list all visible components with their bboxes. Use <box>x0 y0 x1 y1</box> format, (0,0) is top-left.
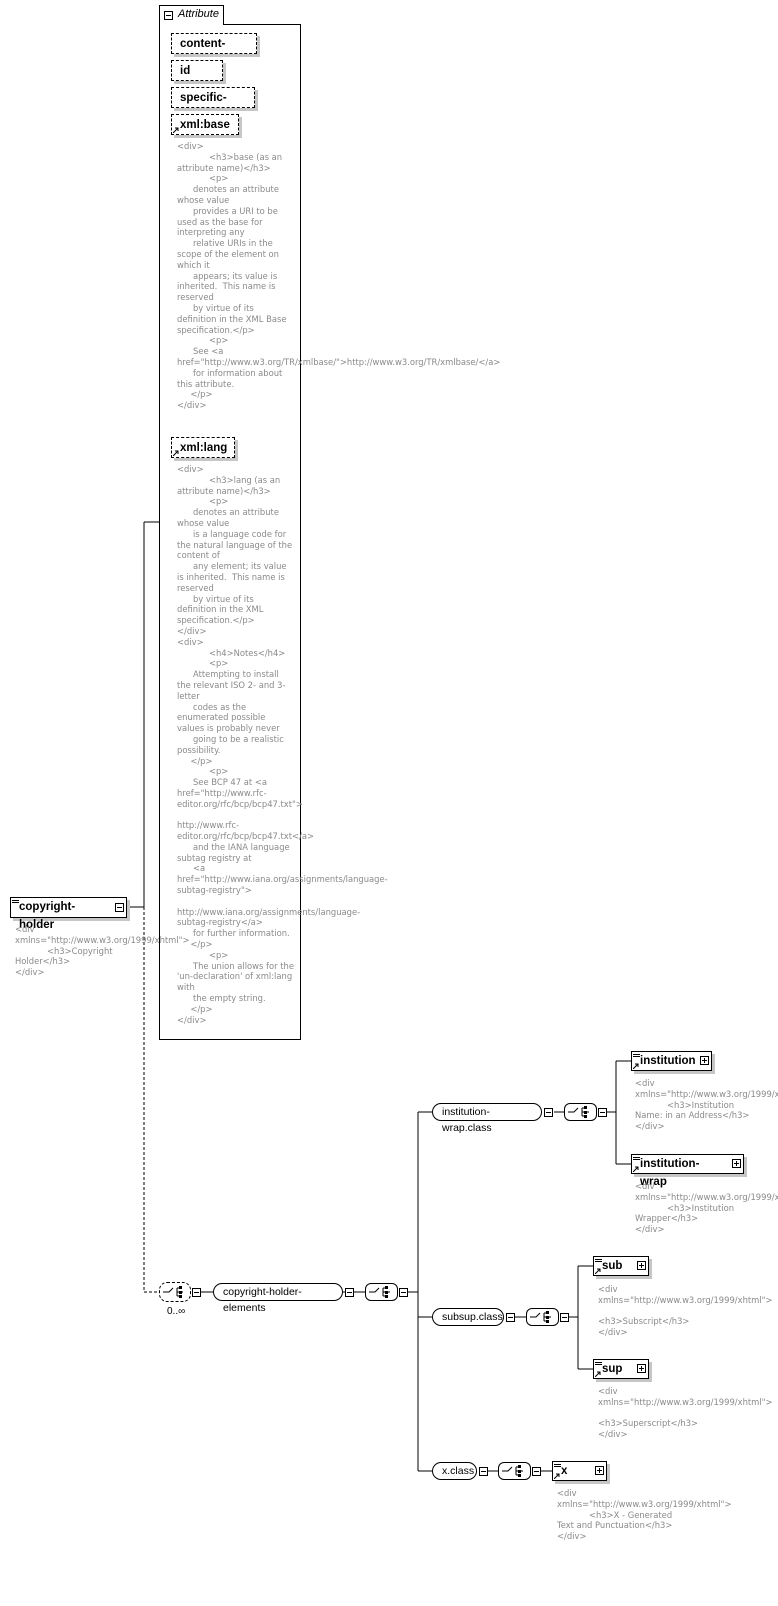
choice-icon <box>530 1311 551 1323</box>
group-x-class[interactable]: x.class <box>432 1462 477 1480</box>
element-documentation: <div xmlns="http://www.w3.org/1999/xhtml… <box>635 1078 778 1132</box>
element-documentation: <div xmlns="http://www.w3.org/1999/xhtml… <box>598 1284 773 1338</box>
element-icon <box>633 1156 640 1162</box>
element-icon <box>595 1258 602 1264</box>
group-institution-wrap-class[interactable]: institution-wrap.class <box>432 1103 542 1134</box>
attribute-documentation: <div> <h3>lang (as an attribute name)</h… <box>177 464 388 1025</box>
choice-compositor[interactable] <box>564 1103 597 1121</box>
element-icon <box>633 1053 640 1059</box>
attribute-label: xml:base <box>180 119 230 131</box>
reference-arrow-icon <box>173 450 179 456</box>
choice-compositor[interactable] <box>159 1282 191 1302</box>
expand-icon[interactable] <box>637 1261 646 1270</box>
attribute-specific-use[interactable]: specific-use <box>171 87 255 125</box>
group-label: x.class <box>442 1465 475 1477</box>
element-label: sup <box>602 1363 623 1375</box>
sequence-compositor[interactable] <box>365 1283 398 1301</box>
collapse-icon[interactable] <box>479 1467 488 1476</box>
group-label: subsup.class <box>442 1311 503 1323</box>
element-sup[interactable]: sup <box>593 1359 649 1379</box>
element-institution[interactable]: institution <box>631 1051 712 1071</box>
reference-arrow-icon <box>633 1063 639 1069</box>
expand-icon[interactable] <box>700 1056 709 1065</box>
reference-arrow-icon <box>554 1473 560 1479</box>
collapse-icon[interactable] <box>544 1108 553 1117</box>
attribute-xml-lang[interactable]: xml:lang <box>171 437 235 458</box>
group-label: copyright-holder-elements <box>223 1286 302 1314</box>
expand-icon[interactable] <box>637 1364 646 1373</box>
choice-compositor[interactable] <box>498 1462 531 1480</box>
element-icon <box>12 899 19 905</box>
element-icon <box>595 1361 602 1367</box>
sequence-icon <box>369 1286 390 1298</box>
choice-compositor[interactable] <box>526 1308 559 1326</box>
element-institution-wrap[interactable]: institution-wrap <box>631 1154 744 1188</box>
attribute-group <box>159 24 301 1040</box>
expand-icon[interactable] <box>732 1159 741 1168</box>
attribute-content-type[interactable]: content-type <box>171 33 257 71</box>
collapse-icon[interactable] <box>598 1108 607 1117</box>
element-documentation: <div xmlns="http://www.w3.org/1999/xhtml… <box>15 924 190 978</box>
reference-arrow-icon <box>595 1268 601 1274</box>
collapse-icon[interactable] <box>164 11 173 20</box>
reference-arrow-icon <box>595 1371 601 1377</box>
root-element[interactable]: copyright-holder <box>10 897 127 931</box>
group-copyright-holder-elements[interactable]: copyright-holder-elements <box>213 1283 343 1314</box>
element-documentation: <div xmlns="http://www.w3.org/1999/xhtml… <box>557 1488 732 1542</box>
collapse-icon[interactable] <box>115 903 124 912</box>
element-x[interactable]: x <box>552 1461 607 1481</box>
attribute-label: xml:lang <box>180 442 228 454</box>
collapse-icon[interactable] <box>192 1288 201 1297</box>
choice-icon <box>163 1286 183 1298</box>
element-label: institution-wrap <box>640 1158 700 1188</box>
attribute-documentation: <div> <h3>base (as an attribute name)</h… <box>177 141 501 411</box>
collapse-icon[interactable] <box>560 1313 569 1322</box>
element-label: copyright-holder <box>19 901 76 931</box>
attribute-xml-base[interactable]: xml:base <box>171 114 239 135</box>
attribute-group-title: Attribute <box>178 8 219 20</box>
element-icon <box>554 1463 561 1469</box>
reference-arrow-icon <box>173 127 179 133</box>
element-documentation: <div xmlns="http://www.w3.org/1999/xhtml… <box>635 1181 778 1235</box>
choice-icon <box>502 1465 523 1477</box>
collapse-icon[interactable] <box>345 1288 354 1297</box>
attribute-id[interactable]: id <box>171 60 223 81</box>
element-label: institution <box>640 1055 696 1067</box>
reference-arrow-icon <box>633 1166 639 1172</box>
attribute-label: id <box>180 65 191 77</box>
collapse-icon[interactable] <box>532 1467 541 1476</box>
element-label: x <box>561 1465 568 1477</box>
cardinality-label: 0..∞ <box>167 1306 186 1317</box>
element-documentation: <div xmlns="http://www.w3.org/1999/xhtml… <box>598 1386 773 1440</box>
element-sub[interactable]: sub <box>593 1256 649 1276</box>
attribute-group-tab: Attribute <box>159 5 224 25</box>
choice-icon <box>568 1106 589 1118</box>
expand-icon[interactable] <box>595 1466 604 1475</box>
group-subsup-class[interactable]: subsup.class <box>432 1308 504 1326</box>
collapse-icon[interactable] <box>399 1288 408 1297</box>
collapse-icon[interactable] <box>506 1313 515 1322</box>
group-label: institution-wrap.class <box>442 1106 492 1134</box>
element-label: sub <box>602 1260 623 1272</box>
